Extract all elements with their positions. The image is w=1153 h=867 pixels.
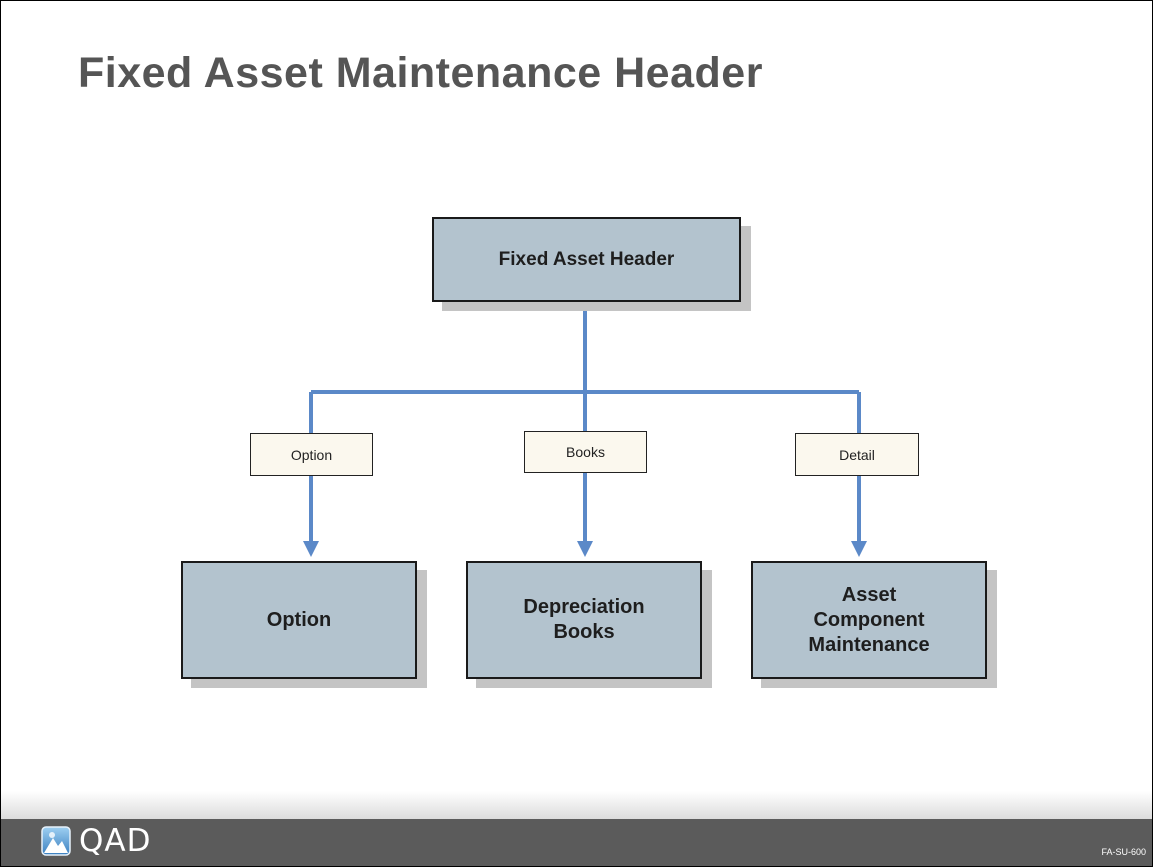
- slide-code: FA-SU-600: [1101, 847, 1146, 857]
- slide-title: Fixed Asset Maintenance Header: [78, 49, 763, 97]
- node-detail-line-3: Maintenance: [808, 633, 930, 656]
- qad-logo-icon: [41, 826, 71, 856]
- node-depreciation-books: Depreciation Books: [466, 561, 702, 679]
- node-books-line-1: Depreciation: [523, 596, 645, 618]
- node-books-line-2: Books: [553, 621, 615, 643]
- node-asset-component-maintenance: Asset Component Maintenance: [751, 561, 987, 679]
- node-detail-line-1: Asset: [841, 583, 897, 606]
- node-option-line-1: Option: [266, 608, 332, 631]
- node-option: Option: [181, 561, 417, 679]
- connector-label-books: Books: [524, 431, 647, 473]
- root-node-label: Fixed Asset Header: [498, 248, 675, 270]
- footer-fade: [1, 791, 1152, 819]
- root-node-fixed-asset-header: Fixed Asset Header: [432, 217, 741, 302]
- footer-bar: [1, 819, 1152, 866]
- qad-logo: QAD: [41, 823, 152, 859]
- node-detail-line-2: Component: [813, 608, 925, 631]
- connector-label-option: Option: [250, 433, 373, 476]
- qad-logo-text: QAD: [79, 823, 152, 859]
- connector-label-detail: Detail: [795, 433, 919, 476]
